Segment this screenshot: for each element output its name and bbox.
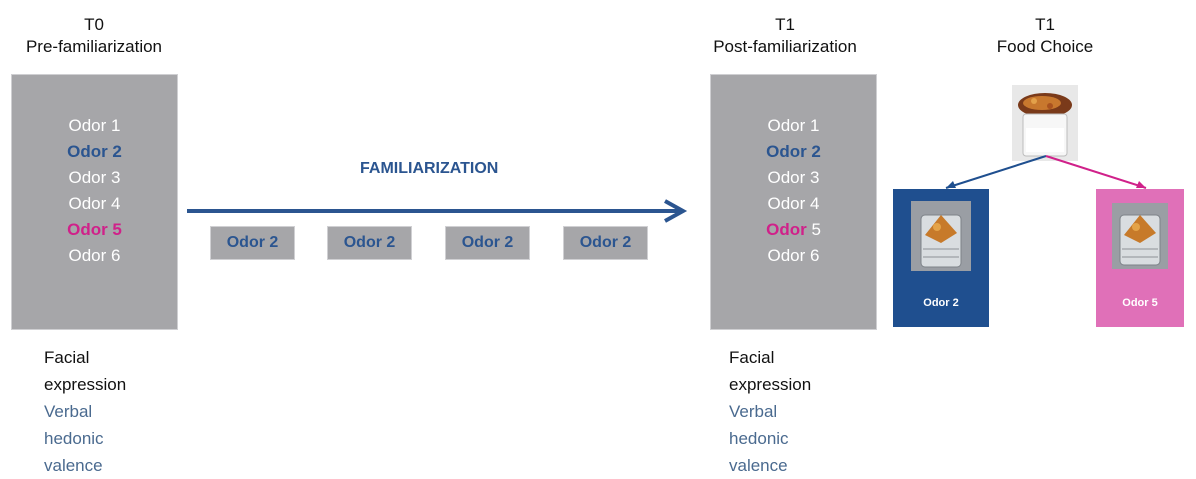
familiarization-arrow — [187, 199, 688, 223]
post-odor-3: Odor 3 — [767, 168, 820, 187]
t0-header: T0 Pre-familiarization — [0, 14, 188, 58]
choice-odor-5-box: Odor 5 — [1096, 189, 1184, 327]
pre-odor-3: Odor 3 — [68, 168, 121, 187]
post-odor-5-number: 5 — [811, 220, 821, 239]
pre-odor-panel: Odor 1 Odor 2 Odor 3 Odor 4 Odor 5 Odor … — [11, 74, 178, 330]
food-jar-image — [1012, 85, 1078, 161]
food-choice-connectors — [945, 155, 1147, 189]
t1-food-time-label: T1 — [1035, 15, 1055, 34]
post-measure-verbal: Verbal — [729, 402, 778, 421]
t1-food-phase-label: Food Choice — [996, 37, 1094, 56]
t1-post-header: T1 Post-familiarization — [690, 14, 880, 58]
post-odor-2: Odor 2 — [766, 142, 821, 161]
post-measures: Facial expression Verbal hedonic valence — [729, 344, 811, 479]
pre-measure-verbal: Verbal — [44, 402, 93, 421]
pre-odor-6: Odor 6 — [68, 246, 121, 265]
post-measure-facial: Facial — [729, 348, 775, 367]
t1-post-time-label: T1 — [775, 15, 795, 34]
pre-odor-2: Odor 2 — [67, 142, 122, 161]
pre-odor-1: Odor 1 — [68, 116, 121, 135]
pre-measure-valence: valence — [44, 456, 103, 475]
familiarization-chip-1: Odor 2 — [210, 226, 295, 260]
post-odor-5-word: Odor — [766, 220, 807, 239]
post-odor-panel: Odor 1 Odor 2 Odor 3 Odor 4 Odor 5 Odor … — [710, 74, 877, 330]
choice-odor-5-jar-image — [1112, 203, 1168, 269]
pre-measure-hedonic: hedonic — [44, 429, 104, 448]
choice-odor-2-box: Odor 2 — [893, 189, 989, 327]
pre-odor-4: Odor 4 — [68, 194, 121, 213]
post-odor-6: Odor 6 — [767, 246, 820, 265]
pre-measure-expression: expression — [44, 375, 127, 394]
post-odor-4: Odor 4 — [767, 194, 820, 213]
choice-odor-5-label: Odor 5 — [1122, 297, 1158, 309]
post-odor-5-row: Odor 5 — [711, 217, 876, 243]
t1-food-header: T1 Food Choice — [985, 14, 1105, 58]
post-measure-valence: valence — [729, 456, 788, 475]
familiarization-label: FAMILIARIZATION — [360, 160, 499, 177]
pre-measure-facial: Facial — [44, 348, 90, 367]
familiarization-chip-4: Odor 2 — [563, 226, 648, 260]
familiarization-chip-3: Odor 2 — [445, 226, 530, 260]
choice-odor-2-jar-image — [911, 201, 971, 271]
pre-odor-5: Odor 5 — [67, 220, 122, 239]
t0-phase-label: Pre-familiarization — [25, 37, 163, 56]
post-measure-expression: expression — [729, 375, 812, 394]
post-odor-1: Odor 1 — [767, 116, 820, 135]
post-measure-hedonic: hedonic — [729, 429, 789, 448]
pre-measures: Facial expression Verbal hedonic valence — [44, 344, 126, 479]
choice-odor-2-label: Odor 2 — [923, 297, 959, 309]
familiarization-chip-2: Odor 2 — [327, 226, 412, 260]
t0-time-label: T0 — [84, 15, 104, 34]
t1-post-phase-label: Post-familiarization — [713, 37, 857, 56]
